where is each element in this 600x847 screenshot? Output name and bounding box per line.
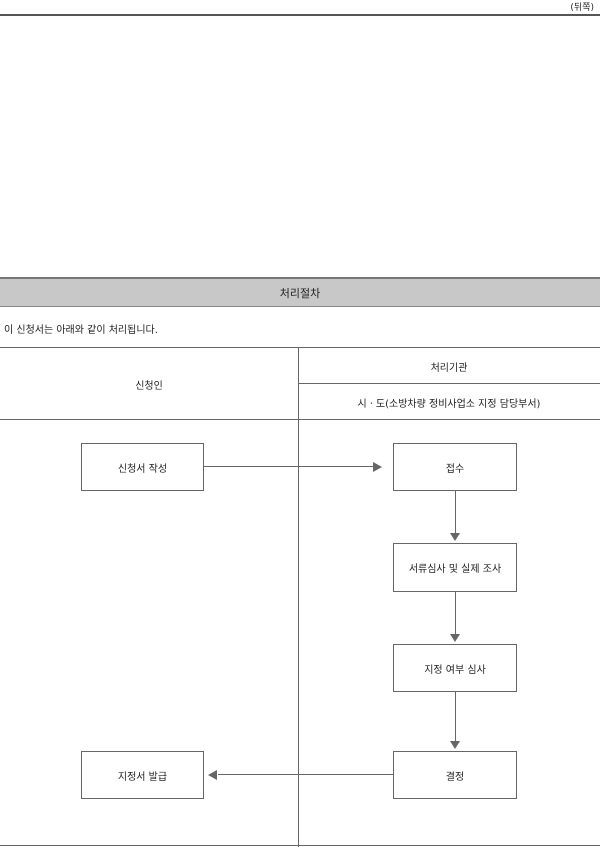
arrow-down-icon [450, 634, 460, 642]
agency-header-divider [298, 383, 600, 384]
flow-connector-decision-issue [218, 774, 393, 775]
designation-review-box: 지정 여부 심사 [393, 644, 517, 692]
table-bottom-border [0, 845, 600, 846]
procedure-title: 처리절차 [279, 287, 321, 300]
decision-box: 결정 [393, 751, 517, 799]
arrow-right-icon [373, 462, 382, 472]
procedure-header-bar [0, 277, 600, 307]
arrow-down-icon [450, 533, 460, 541]
agency-subheader: 시ㆍ도(소방차량 정비사업소 지정 담당부서) [357, 399, 541, 410]
applicant-column-header: 신청인 [135, 381, 163, 392]
procedure-intro-text: 이 신청서는 아래와 같이 처리됩니다. [4, 325, 158, 336]
flow-connector-review-designation [455, 592, 456, 634]
flow-connector-apply-receipt [204, 466, 374, 467]
column-divider [298, 347, 299, 847]
arrow-left-icon [208, 770, 217, 780]
arrow-down-icon [450, 741, 460, 749]
write-application-box: 신청서 작성 [81, 443, 204, 491]
issue-certificate-box: 지정서 발급 [81, 751, 204, 799]
document-review-box: 서류심사 및 실제 조사 [393, 543, 517, 592]
flow-connector-designation-decision [455, 692, 456, 741]
flow-connector-receipt-review [455, 491, 456, 533]
agency-column-header: 처리기관 [430, 363, 468, 374]
receipt-box: 접수 [393, 443, 517, 491]
top-divider [0, 14, 600, 16]
table-header-bottom-border [0, 419, 600, 420]
back-page-label: (뒤쪽) [570, 3, 594, 13]
table-top-border [0, 347, 600, 348]
